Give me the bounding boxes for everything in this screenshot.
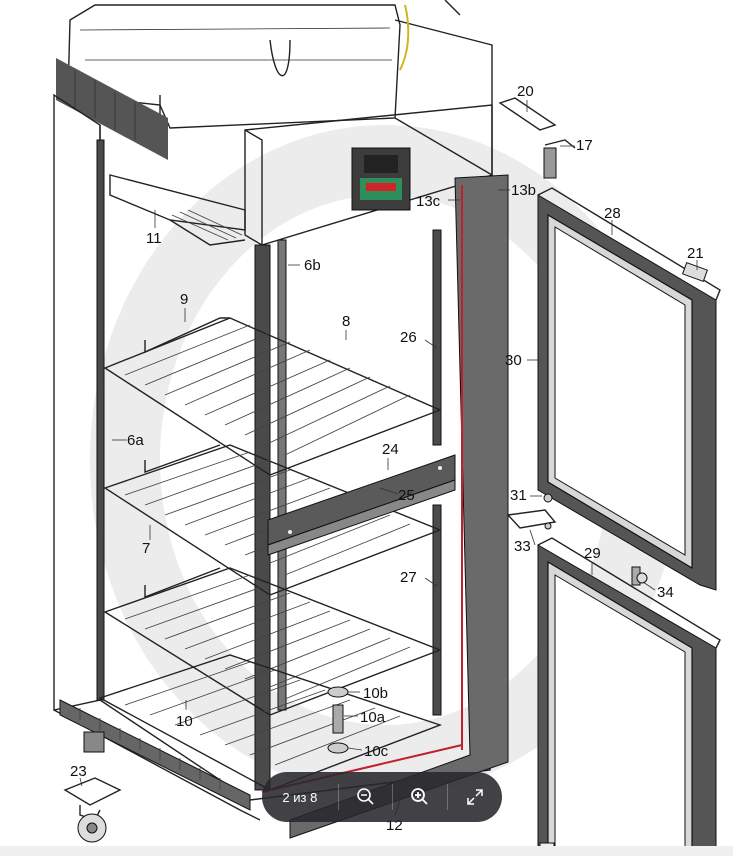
callout-10c: 10c <box>364 743 389 760</box>
callout-25: 25 <box>398 487 415 504</box>
callout-21: 21 <box>687 245 704 262</box>
control-panel <box>244 104 493 246</box>
callout-30: 30 <box>505 352 522 369</box>
hinge-top <box>498 97 576 179</box>
callout-9: 9 <box>180 291 188 308</box>
image-viewer-toolbar: 2 из 8 <box>262 772 502 822</box>
fullscreen-button[interactable] <box>448 772 502 822</box>
lower-door <box>537 537 721 857</box>
callout-28: 28 <box>604 205 621 222</box>
upper-door <box>537 187 721 591</box>
expand-icon <box>467 789 483 805</box>
callout-7: 7 <box>142 540 150 557</box>
bottom-strip <box>0 846 733 856</box>
zoom-out-button[interactable] <box>339 772 393 822</box>
hinge-middle <box>506 493 648 586</box>
shelf-1 <box>103 317 442 476</box>
callout-10: 10 <box>176 713 193 730</box>
crossbar <box>267 454 456 556</box>
callout-13b: 13b <box>511 182 536 199</box>
door-gasket-frame <box>261 174 509 839</box>
callout-13c: 13c <box>416 193 441 210</box>
callout-33: 33 <box>514 538 531 555</box>
callout-24: 24 <box>382 441 399 458</box>
zoom-in-icon <box>411 788 428 805</box>
shelf-racks <box>432 229 442 716</box>
base-ventilation <box>59 699 251 811</box>
divider <box>392 784 394 810</box>
callout-34: 34 <box>657 584 674 601</box>
castor-wheel <box>63 731 122 843</box>
divider <box>337 784 339 810</box>
top-ventilation-grille <box>56 58 168 160</box>
callout-8: 8 <box>342 313 350 330</box>
callout-23: 23 <box>70 763 87 780</box>
callout-26: 26 <box>400 329 417 346</box>
callout-6b: 6b <box>304 257 321 274</box>
callout-labels: 20 17 13b 13c 28 21 11 6b 9 8 26 30 6a 2… <box>70 83 704 860</box>
callout-10b: 10b <box>363 685 388 702</box>
shelves <box>98 317 443 791</box>
callout-27: 27 <box>400 569 417 586</box>
evaporator-tray <box>109 174 246 246</box>
shelf-4 <box>98 654 443 791</box>
callout-17: 17 <box>576 137 593 154</box>
callout-10a: 10a <box>360 709 386 726</box>
zoom-out-icon <box>356 788 374 805</box>
divider <box>447 784 449 810</box>
callout-31: 31 <box>510 487 527 504</box>
callout-11: 11 <box>146 230 162 247</box>
callout-20: 20 <box>517 83 534 100</box>
callout-6a: 6a <box>127 432 144 449</box>
page-indicator: 2 из 8 <box>282 789 318 805</box>
zoom-in-button[interactable] <box>393 772 447 822</box>
shelf-3 <box>103 567 442 716</box>
callout-29: 29 <box>584 545 601 562</box>
